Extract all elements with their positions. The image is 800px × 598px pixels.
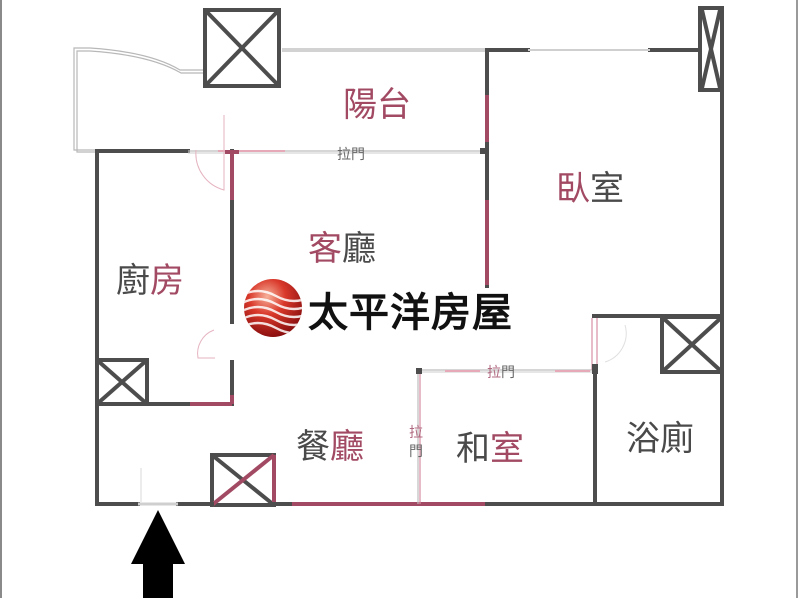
shaft-box-top-right xyxy=(698,6,724,92)
room-label-bathroom: 浴廁 xyxy=(626,419,694,459)
shaft-box-kitchen xyxy=(95,358,149,406)
globe-logo-icon xyxy=(244,279,302,337)
sliding-door-label-tatami-top: 拉門 xyxy=(487,365,515,381)
door-swings xyxy=(195,115,627,363)
room-label-bedroom: 臥室 xyxy=(556,169,624,209)
accent-stubs xyxy=(225,150,239,190)
room-label-living-room: 客廳 xyxy=(308,229,376,269)
shaft-box-bathroom xyxy=(660,315,724,374)
room-label-dining-room: 餐廳 xyxy=(296,427,364,467)
sliding-door-label-tatami-side-b: 門 xyxy=(409,444,423,460)
room-label-kitchen: 廚房 xyxy=(116,261,184,301)
shaft-box-top xyxy=(203,8,281,88)
room-label-balcony: 陽台 xyxy=(343,85,411,125)
brand-name: 太平洋房屋 xyxy=(308,289,513,336)
entrance-arrow-icon xyxy=(131,510,185,598)
image-border-left xyxy=(0,0,2,598)
sliding-door-label-tatami-side-a: 拉 xyxy=(409,425,423,441)
shaft-box-entry xyxy=(210,453,276,507)
balcony-outline xyxy=(73,47,486,153)
sliding-door-label-balcony: 拉門 xyxy=(337,147,365,163)
image-border-right xyxy=(796,0,798,598)
wall-stubs xyxy=(416,148,598,374)
room-label-tatami-room: 和室 xyxy=(456,429,524,469)
